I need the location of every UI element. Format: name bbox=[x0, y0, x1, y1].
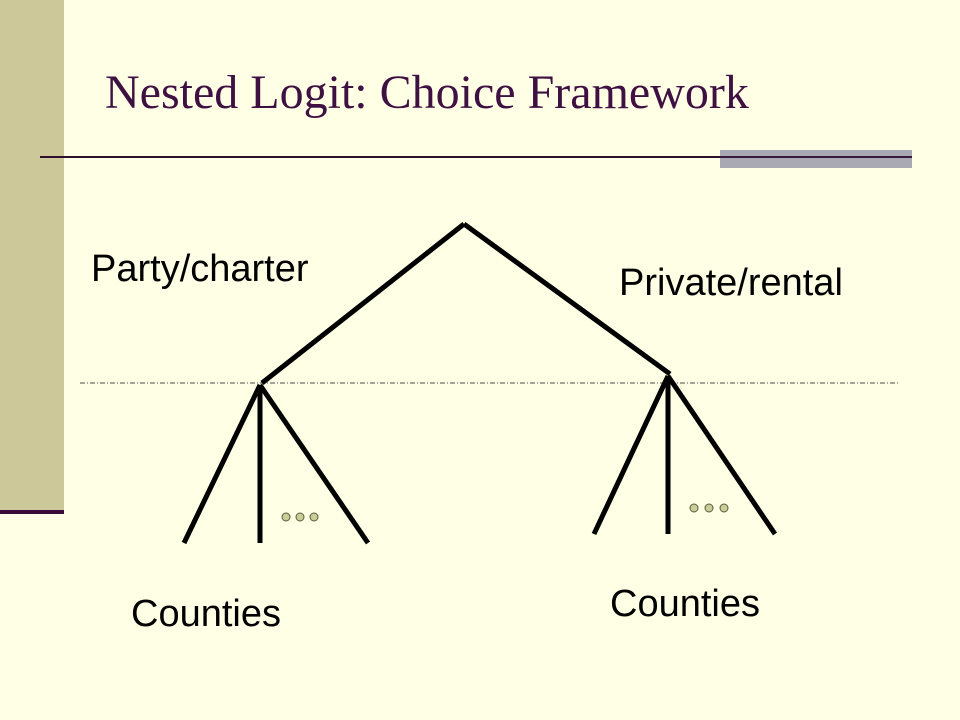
branch-party-charter bbox=[260, 222, 466, 385]
sidebar-accent bbox=[0, 0, 64, 510]
left-subtree-branch-3 bbox=[257, 383, 371, 545]
left-subtree bbox=[181, 383, 371, 545]
left-subtree-branch-1 bbox=[181, 383, 263, 545]
leaf-label-right-counties: Counties bbox=[610, 583, 760, 625]
ellipsis-right-dot bbox=[719, 503, 729, 513]
ellipsis-left-dot bbox=[309, 512, 319, 522]
title-divider-accent bbox=[720, 150, 912, 168]
ellipsis-right bbox=[689, 503, 729, 513]
right-subtree-branch-1 bbox=[591, 374, 671, 536]
right-subtree-branch-3 bbox=[665, 374, 778, 536]
ellipsis-left-dot bbox=[281, 512, 291, 522]
title-divider bbox=[40, 156, 912, 158]
ellipsis-right-dot bbox=[704, 503, 714, 513]
leaf-label-left-counties: Counties bbox=[131, 593, 281, 635]
right-subtree bbox=[591, 374, 778, 536]
nest-label-party-charter: Party/charter bbox=[91, 248, 309, 290]
top-branches bbox=[260, 221, 672, 385]
ellipsis-left-dot bbox=[295, 512, 305, 522]
ellipsis-right-dot bbox=[689, 503, 699, 513]
sidebar-underline bbox=[0, 510, 64, 514]
slide-title: Nested Logit: Choice Framework bbox=[105, 66, 749, 119]
ellipsis-left bbox=[281, 512, 319, 522]
nest-label-private-rental: Private/rental bbox=[619, 262, 843, 304]
branch-private-rental bbox=[462, 221, 672, 377]
